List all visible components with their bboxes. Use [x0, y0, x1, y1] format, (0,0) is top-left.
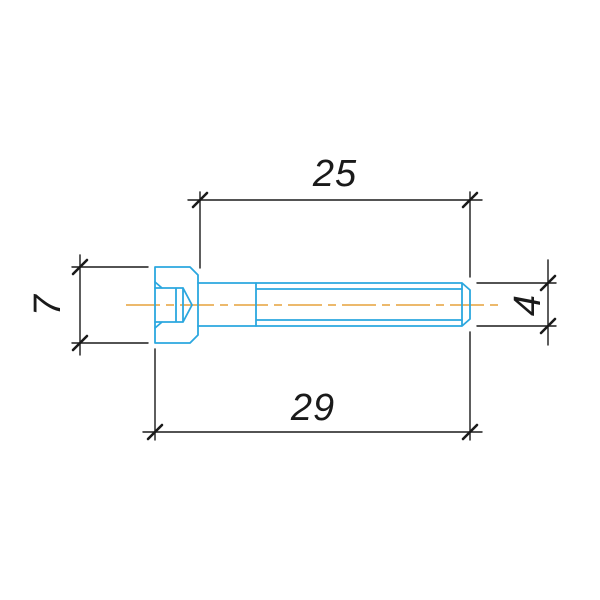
tick-bottom-right [461, 423, 479, 441]
dimension-ticks-group [71, 191, 557, 441]
bolt-shank-outline [197, 282, 471, 327]
tick-top-left [191, 191, 209, 209]
top-dimension-value: 25 [312, 153, 357, 195]
bolt-part-group [154, 266, 471, 344]
right-dimension-value: 4 [507, 294, 549, 316]
bolt-thread-lines [255, 282, 463, 327]
tick-right-lower [539, 317, 557, 335]
bolt-socket-detail [154, 281, 193, 329]
tick-top-right [461, 191, 479, 209]
left-dimension-value: 7 [27, 293, 69, 316]
dimension-texts-group: 25 29 7 4 [27, 153, 549, 429]
bolt-head-outline [154, 266, 199, 344]
tick-right-upper [539, 274, 557, 292]
tick-left-lower [71, 334, 89, 352]
dimension-lines-group [71, 191, 557, 441]
tick-left-upper [71, 258, 89, 276]
tick-bottom-left [146, 423, 164, 441]
bottom-dimension-value: 29 [290, 387, 335, 429]
